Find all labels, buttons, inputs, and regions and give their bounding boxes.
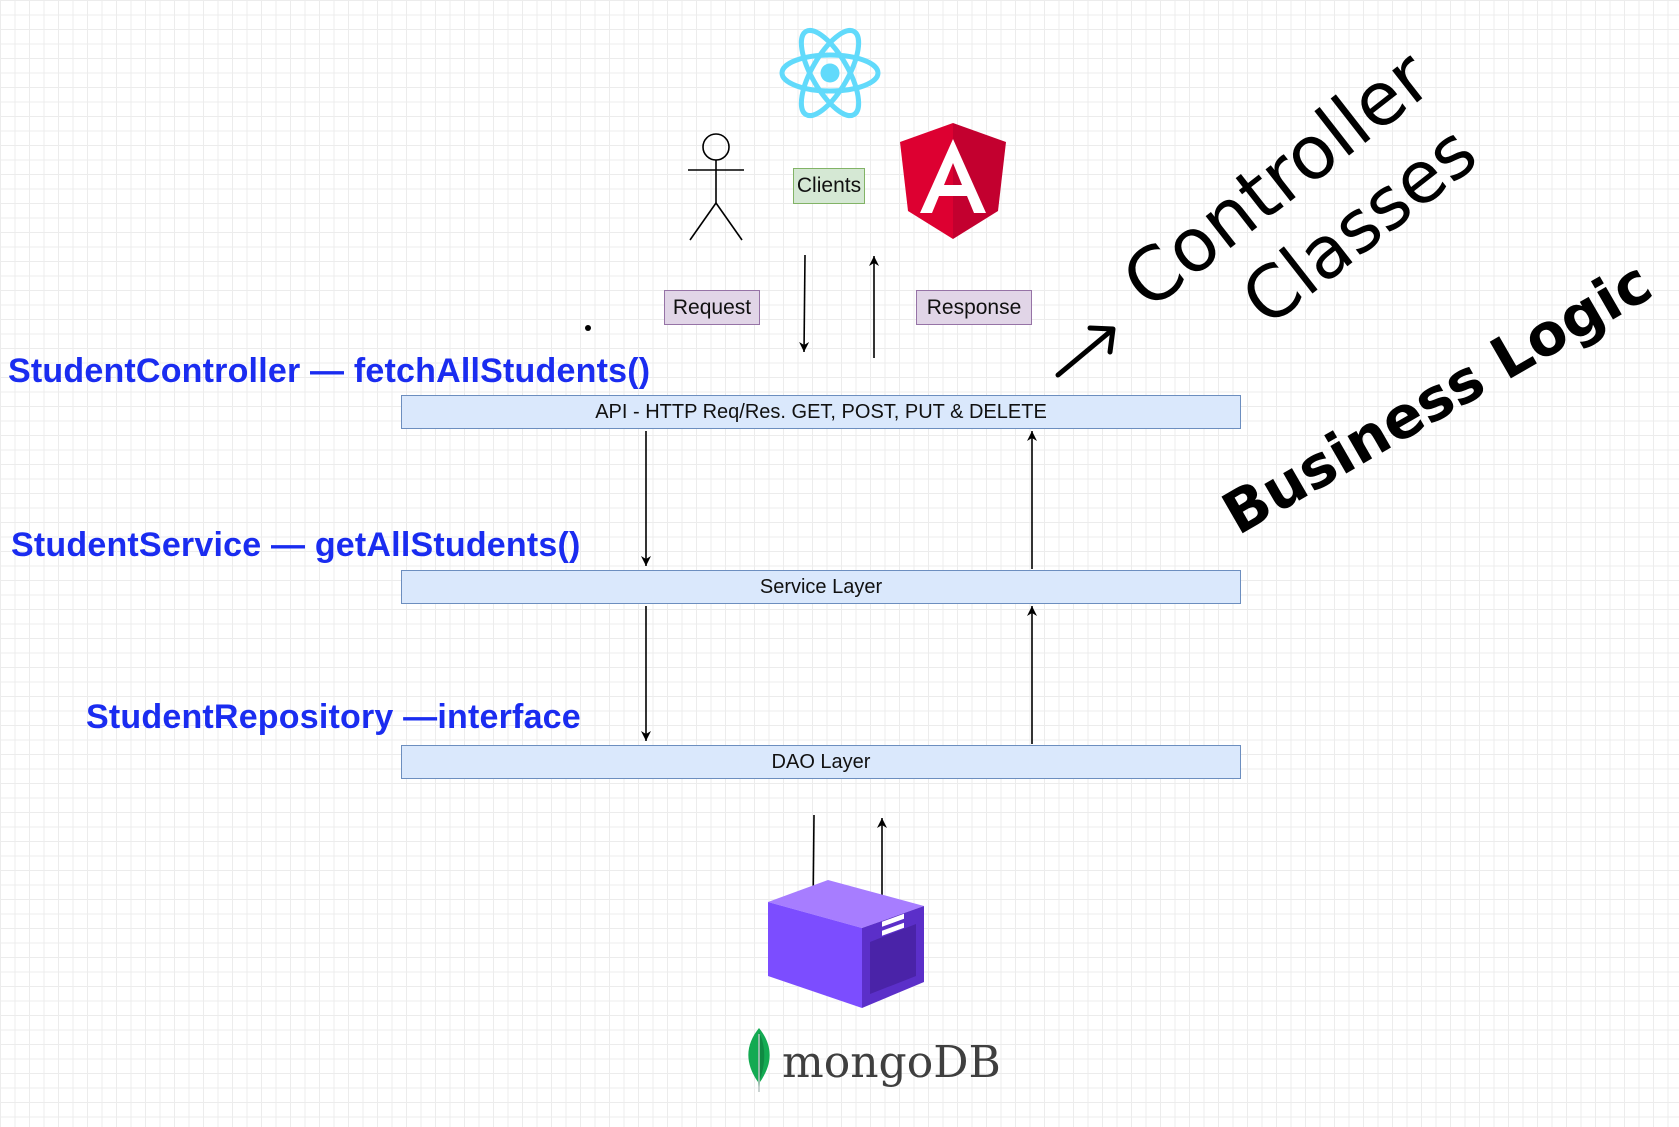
mongodb-wordmark: mongoDB xyxy=(782,1037,1001,1088)
controller-code-label: StudentController — fetchAllStudents() xyxy=(8,352,651,390)
dao-layer-box: DAO Layer xyxy=(401,745,1241,779)
response-label: Response xyxy=(916,290,1032,325)
clients-label: Clients xyxy=(793,168,865,204)
database-cube-icon xyxy=(768,880,924,1008)
react-logo-icon xyxy=(779,27,881,119)
service-layer-box: Service Layer xyxy=(401,570,1241,604)
service-code-label: StudentService — getAllStudents() xyxy=(11,526,581,564)
request-arrow xyxy=(799,254,810,353)
api-layer-box: API - HTTP Req/Res. GET, POST, PUT & DEL… xyxy=(401,395,1241,429)
user-actor-icon xyxy=(688,133,744,241)
handwritten-arrow-icon xyxy=(1055,325,1116,378)
angular-logo-icon xyxy=(900,123,1006,239)
repository-code-label: StudentRepository —interface xyxy=(86,698,581,736)
mongodb-leaf-icon xyxy=(748,1028,770,1092)
stray-dot xyxy=(585,325,591,331)
request-label: Request xyxy=(664,290,760,325)
